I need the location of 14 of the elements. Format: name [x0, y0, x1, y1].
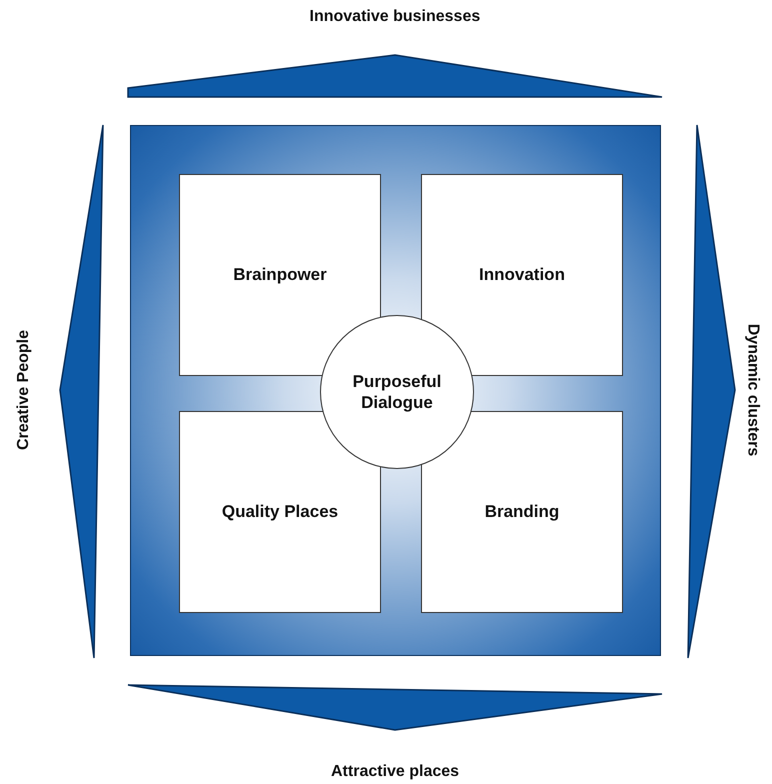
side-label: Dynamic clusters [742, 324, 761, 456]
quadrant-box [179, 174, 381, 376]
node-label: Purposeful Dialogue [352, 370, 442, 414]
quadrant-box [421, 174, 623, 376]
quadrant-box [179, 411, 381, 613]
quadrant-box [421, 411, 623, 613]
node-label: Quality Places [222, 501, 338, 523]
node-label: Branding [484, 501, 560, 523]
node-label: Innovation [479, 264, 565, 286]
side-label: Attractive places [331, 763, 460, 781]
node-label: Brainpower [233, 264, 327, 286]
side-label: Creative People [15, 330, 34, 450]
side-label: Innovative businesses [310, 8, 480, 26]
panel-background [130, 125, 661, 656]
